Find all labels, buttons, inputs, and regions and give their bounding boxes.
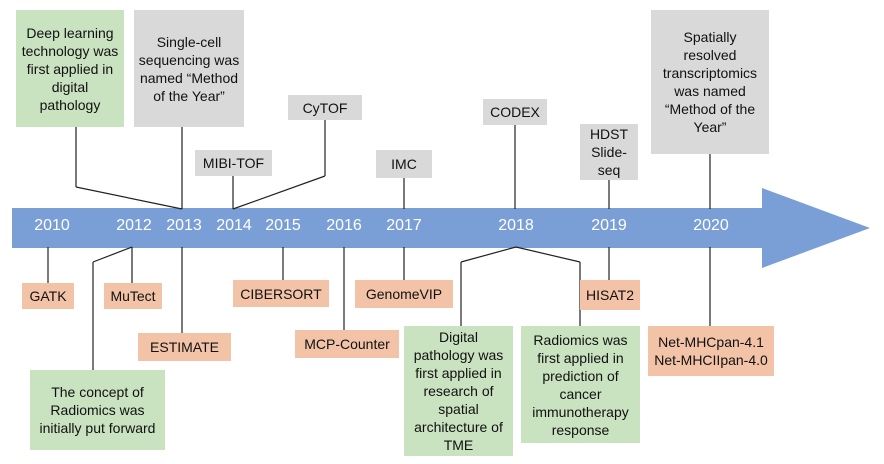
connector-cytof-h [232, 175, 326, 210]
event-netmhc-text: Net-MHCpan-4.1 Net-MHCIIpan-4.0 [654, 334, 768, 368]
event-cytof: CyTOF [288, 95, 362, 120]
event-mibi-tof-text: MIBI-TOF [202, 155, 265, 171]
year-2020: 2020 [693, 217, 729, 234]
event-single-cell: Single-cell sequencing was named “Method… [134, 10, 244, 127]
event-spatial-transcriptomics: Spatially resolved transcriptomics was n… [651, 10, 769, 154]
event-gatk-text: GATK [29, 288, 67, 304]
event-codex: CODEX [483, 99, 547, 125]
year-2010: 2010 [34, 217, 70, 234]
event-mutect-text: MuTect [110, 288, 156, 304]
connector-radiomics-immuno [515, 246, 581, 263]
timeline-arrow [12, 188, 870, 268]
event-radiomics-immunotherapy: Radiomics was first applied in predictio… [521, 326, 640, 443]
year-2012: 2012 [116, 217, 152, 234]
year-2014: 2014 [216, 217, 252, 234]
year-2016: 2016 [326, 217, 362, 234]
event-radiomics-immunotherapy-text: Radiomics was first applied in predictio… [532, 331, 629, 438]
event-mcp-counter-text: MCP-Counter [304, 336, 390, 352]
event-genomevip-text: GenomeVIP [365, 286, 443, 302]
connector-digital-pathology [460, 246, 517, 263]
event-hisat2-text: HISAT2 [586, 287, 634, 303]
event-radiomics-concept-text: The concept of Radiomics was initially p… [39, 384, 156, 436]
event-hdst-slide-seq: HDST Slide- seq [580, 124, 638, 180]
event-mibi-tof: MIBI-TOF [195, 150, 272, 176]
event-gatk: GATK [22, 283, 74, 309]
year-2013: 2013 [166, 217, 202, 234]
event-spatial-transcriptomics-text: Spatially resolved transcriptomics was n… [662, 29, 758, 135]
connector-deep-learning-h [75, 186, 183, 210]
event-single-cell-text: Single-cell sequencing was named “Method… [138, 33, 240, 104]
event-cibersort: CIBERSORT [233, 280, 329, 307]
event-codex-text: CODEX [490, 104, 540, 120]
event-hisat2: HISAT2 [580, 280, 640, 310]
event-mutect: MuTect [104, 283, 162, 309]
event-genomevip: GenomeVIP [355, 280, 453, 308]
event-cibersort-text: CIBERSORT [240, 285, 322, 302]
event-mcp-counter: MCP-Counter [295, 330, 399, 358]
event-digital-pathology: Digital pathology was first applied in r… [404, 326, 513, 456]
event-estimate-text: ESTIMATE [150, 339, 219, 355]
event-hdst-slide-seq-text: HDST Slide- seq [589, 126, 629, 178]
event-deep-learning: Deep learning technology was first appli… [16, 10, 124, 127]
event-imc: IMC [376, 150, 432, 178]
event-deep-learning-text: Deep learning technology was first appli… [21, 24, 119, 113]
year-2017: 2017 [386, 217, 422, 234]
year-2018: 2018 [498, 217, 534, 234]
event-estimate: ESTIMATE [138, 333, 231, 361]
event-radiomics-concept: The concept of Radiomics was initially p… [30, 370, 165, 450]
connector-radiomics-concept [92, 246, 133, 263]
event-digital-pathology-text: Digital pathology was first applied in r… [413, 329, 504, 453]
event-imc-text: IMC [391, 156, 417, 172]
event-cytof-text: CyTOF [302, 99, 348, 116]
event-netmhc: Net-MHCpan-4.1 Net-MHCIIpan-4.0 [648, 326, 774, 376]
year-2019: 2019 [591, 217, 627, 234]
year-2015: 2015 [265, 217, 301, 234]
